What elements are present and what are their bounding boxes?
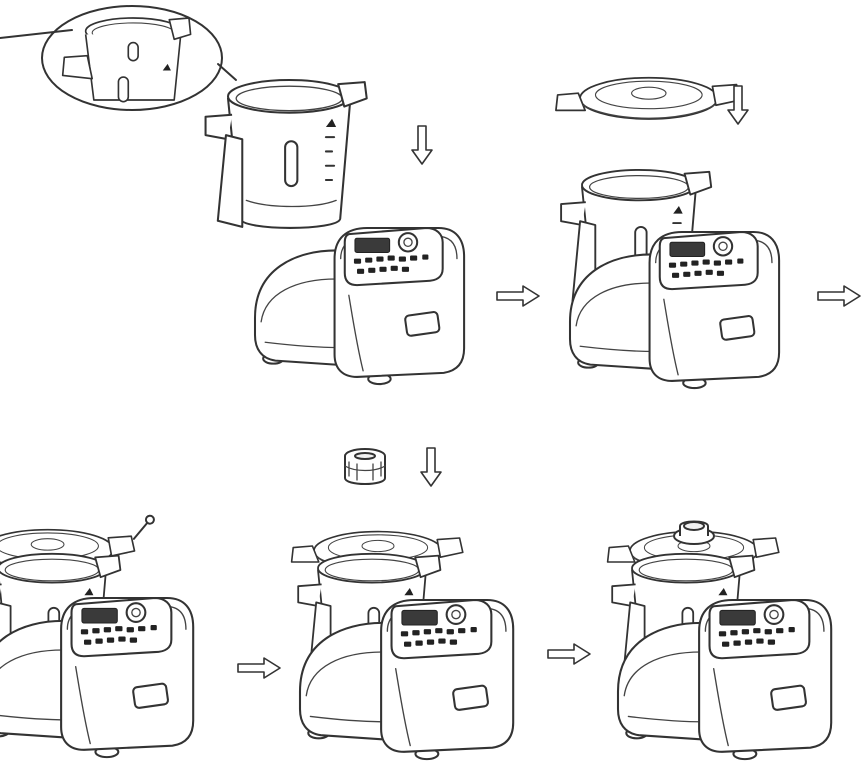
measuring-cup-installed-icon [673,520,715,545]
callout-leader-line [0,29,73,39]
callout-connector [217,63,237,81]
down-arrow-icon [420,447,442,487]
right-arrow-icon-1 [496,285,540,307]
right-arrow-icon-3 [237,657,281,679]
zoomed-bowl-icon [61,17,192,103]
lock-icon [132,514,155,540]
step-4-insert-measuring-cup [290,530,515,761]
bowl-with-handle-icon [204,79,368,229]
zoom-callout [41,5,223,111]
measuring-cup-part [344,447,442,487]
step-2-fit-lid [555,76,781,390]
right-arrow-icon-4 [547,643,591,665]
measuring-cup-icon [344,448,386,485]
base-unit-icon [253,226,466,386]
down-arrow-icon [411,125,433,165]
step-1-insert-bowl [0,5,466,386]
right-arrow-icon-2 [817,285,861,307]
lid-icon [555,76,741,120]
step-3-lock-lid [0,514,195,759]
step-5-ready [606,520,833,761]
